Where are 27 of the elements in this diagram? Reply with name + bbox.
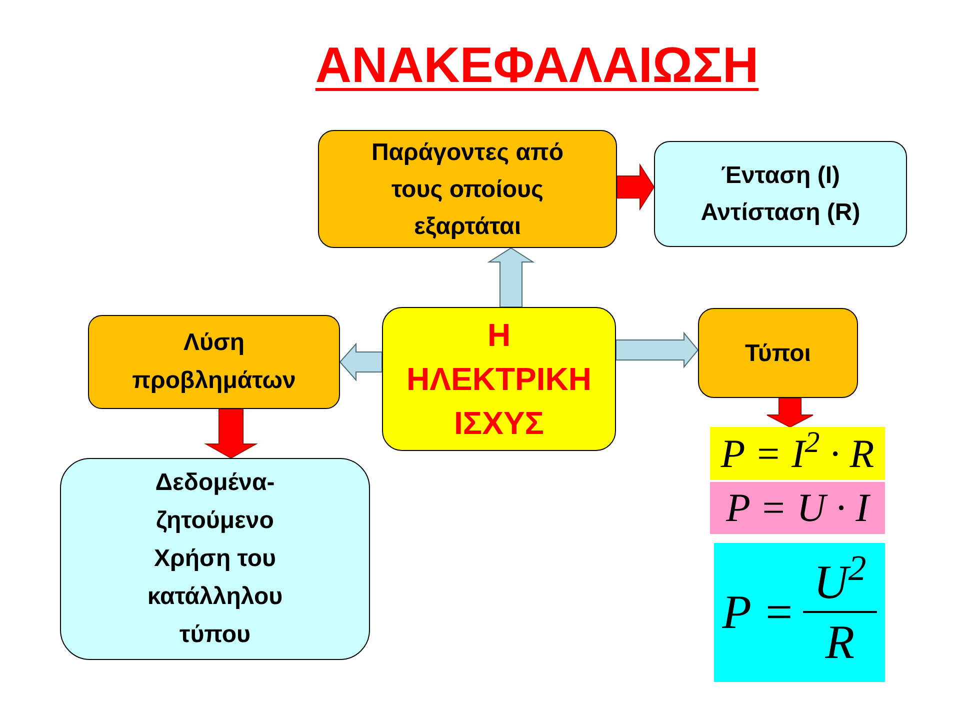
box-label: Ένταση (I) Αντίσταση (R) — [700, 161, 862, 228]
block-arrow — [616, 163, 655, 211]
formula-box — [710, 482, 885, 534]
block-arrow — [616, 332, 699, 368]
block-arrow — [204, 408, 258, 459]
block-arrow — [339, 342, 382, 382]
formula-box — [714, 543, 885, 682]
quantity-box — [654, 141, 907, 247]
formula-text: P = U · I — [726, 488, 869, 528]
box-label: Τύποι — [745, 338, 811, 368]
box-label: Δεδομένα- ζητούμενο Χρήση του κατάλληλου τύπου — [146, 468, 284, 650]
formula-box — [710, 427, 885, 480]
fraction-numerator: U$^{2}$ — [814, 558, 866, 610]
method-box — [60, 458, 370, 660]
formula-text: P = I$^{2}$ · R — [720, 434, 874, 474]
central-box — [382, 307, 616, 451]
formulas-box — [698, 308, 858, 398]
box-label: Η ΗΛΕΚΤΡΙΚΗ ΙΣΧΥΣ — [406, 316, 592, 443]
box-label: Λύση προβλημάτων — [131, 328, 297, 396]
title: ΑΝΑΚΕΦΑΛΑΙΩΣΗ — [315, 36, 759, 94]
block-arrow — [487, 247, 535, 308]
factor-box — [318, 130, 617, 248]
block-arrow — [766, 398, 814, 428]
fraction-denominator: R — [825, 614, 855, 666]
problem-box — [88, 315, 340, 409]
box-label: Παράγοντες από τους οποίους εξαρτάται — [370, 138, 565, 242]
formula-text: P = — [722, 588, 795, 636]
